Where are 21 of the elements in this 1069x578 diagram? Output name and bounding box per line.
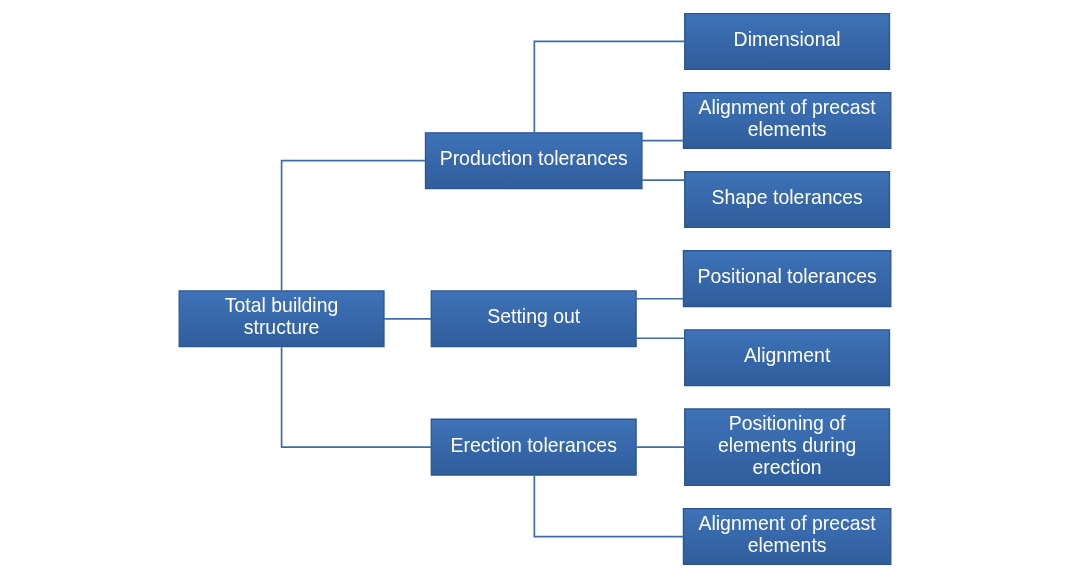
connector [640, 179, 685, 181]
node-box: Positioning of elements during erection [683, 408, 890, 487]
connector [640, 139, 684, 142]
connector [533, 40, 686, 134]
connector [533, 474, 684, 538]
node-box: Dimensional [683, 12, 890, 70]
node-box: Erection tolerances [430, 418, 637, 476]
connector [382, 317, 432, 320]
node-box: Shape tolerances [683, 171, 890, 229]
connector [280, 346, 432, 448]
connector [280, 159, 426, 292]
node-box: Total building structure [178, 290, 385, 348]
connector [635, 337, 686, 340]
node-box: Production tolerances [424, 132, 643, 190]
connector [635, 446, 686, 448]
node-box: Alignment of precast elements [682, 508, 891, 566]
connector [635, 297, 684, 300]
node-box: Alignment of precast elements [682, 91, 891, 149]
node-box: Alignment [683, 329, 890, 387]
node-box: Positional tolerances [682, 250, 891, 308]
node-box: Setting out [430, 290, 637, 348]
